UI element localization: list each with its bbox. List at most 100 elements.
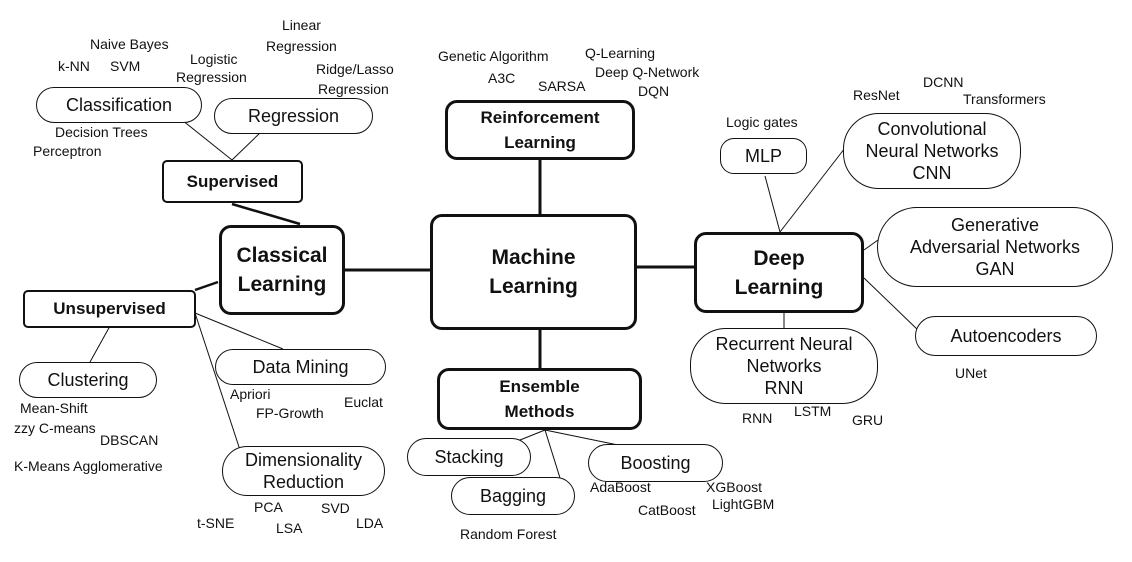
- label-rnn: RNN: [742, 410, 773, 426]
- label-xgboost: XGBoost: [706, 479, 763, 495]
- label-ridge-regression: Regression: [318, 81, 389, 97]
- reinforcement-line2: Learning: [504, 133, 576, 152]
- gan-node: Generative Adversarial Networks GAN: [877, 207, 1113, 287]
- classification-node: Classification: [36, 87, 202, 123]
- ensemble-line2: Methods: [504, 402, 575, 421]
- edge-supervised-classification: [181, 119, 233, 161]
- mlp-node: MLP: [720, 138, 807, 174]
- cnn-line1: Convolutional: [877, 119, 987, 139]
- label-logistic-regression: Regression: [176, 69, 247, 85]
- label-sarsa: SARSA: [538, 78, 586, 94]
- supervised-node: Supervised: [162, 160, 303, 203]
- label-transformers: Transformers: [963, 91, 1046, 107]
- label-random-forest: Random Forest: [460, 526, 557, 542]
- autoencoders-label: Autoencoders: [950, 326, 1062, 346]
- label-tsne: t-SNE: [197, 515, 235, 531]
- label-lsa: LSA: [276, 520, 303, 536]
- label-svm: SVM: [110, 58, 141, 74]
- data-mining-label: Data Mining: [252, 357, 349, 377]
- edge-unsupervised-datamining: [194, 312, 284, 350]
- label-kmeans-agglomerative: K-Means Agglomerative: [14, 458, 163, 474]
- edge-deep-gan: [863, 239, 879, 251]
- deep-line2: Learning: [734, 275, 824, 299]
- label-lightgbm: LightGBM: [712, 496, 775, 512]
- label-adaboost: AdaBoost: [590, 479, 651, 495]
- ensemble-methods-node: Ensemble Methods: [437, 368, 642, 430]
- classical-learning-node: Classical Learning: [219, 225, 345, 315]
- label-catboost: CatBoost: [638, 502, 696, 518]
- clustering-label: Clustering: [47, 370, 129, 390]
- center-line1: Machine: [491, 246, 576, 269]
- label-resnet: ResNet: [853, 87, 900, 103]
- label-logistic: Logistic: [190, 51, 238, 67]
- cnn-line2: Neural Networks: [865, 141, 999, 161]
- label-dcnn: DCNN: [923, 74, 964, 90]
- label-a3c: A3C: [488, 70, 516, 86]
- edge-deep-autoencoders: [863, 277, 921, 333]
- mlp-label: MLP: [744, 146, 782, 166]
- label-lstm: LSTM: [794, 403, 832, 419]
- unsupervised-node: Unsupervised: [23, 290, 196, 328]
- label-q-learning: Q-Learning: [585, 45, 656, 61]
- edge-unsupervised-clustering: [89, 325, 111, 363]
- label-svd: SVD: [321, 500, 350, 516]
- label-ridge-lasso: Ridge/Lasso: [316, 61, 394, 77]
- label-fuzzy-c-means: zzy C-means: [14, 420, 96, 436]
- center-line2: Learning: [489, 275, 578, 298]
- regression-node: Regression: [214, 98, 373, 134]
- edge-supervised-regression: [231, 130, 263, 161]
- reinforcement-learning-node: Reinforcement Learning: [445, 100, 635, 160]
- clustering-node: Clustering: [19, 362, 157, 398]
- reinforcement-line1: Reinforcement: [480, 108, 600, 127]
- unsupervised-label: Unsupervised: [53, 299, 166, 318]
- label-naive-bayes: Naive Bayes: [90, 36, 169, 52]
- label-linear-regression: Regression: [266, 38, 337, 54]
- supervised-label: Supervised: [186, 171, 279, 191]
- label-decision-trees: Decision Trees: [55, 124, 148, 140]
- label-pca: PCA: [254, 499, 283, 515]
- label-linear: Linear: [282, 17, 321, 33]
- ensemble-line1: Ensemble: [499, 377, 580, 396]
- bagging-node: Bagging: [451, 477, 575, 515]
- edge-classical-unsupervised: [194, 280, 219, 292]
- edge-unsupervised-dimreduction: [194, 312, 241, 451]
- rnn-line1: Recurrent Neural: [715, 334, 853, 354]
- label-logic-gates: Logic gates: [726, 114, 798, 130]
- boosting-label: Boosting: [620, 453, 691, 473]
- stacking-node: Stacking: [407, 438, 531, 476]
- classification-label: Classification: [65, 95, 173, 115]
- edge-deep-mlp: [764, 175, 781, 233]
- bagging-label: Bagging: [479, 486, 547, 506]
- deep-line1: Deep: [753, 246, 805, 270]
- cnn-line3: CNN: [912, 163, 952, 183]
- cnn-node: Convolutional Neural Networks CNN: [843, 113, 1021, 189]
- label-dbscan: DBSCAN: [100, 432, 159, 448]
- label-genetic-algorithm: Genetic Algorithm: [438, 48, 549, 64]
- dimensionality-reduction-node: Dimensionality Reduction: [222, 446, 385, 496]
- label-lda: LDA: [356, 515, 384, 531]
- label-fp-growth: FP-Growth: [256, 405, 324, 421]
- rnn-node: Recurrent Neural Networks RNN: [690, 328, 878, 404]
- autoencoders-node: Autoencoders: [915, 316, 1097, 356]
- dim-reduction-line1: Dimensionality: [244, 450, 363, 470]
- label-apriori: Apriori: [230, 386, 271, 402]
- deep-learning-node: Deep Learning: [694, 232, 864, 313]
- data-mining-node: Data Mining: [215, 349, 386, 385]
- classical-line1: Classical: [236, 244, 328, 267]
- gan-line3: GAN: [975, 259, 1015, 279]
- edge-ensemble-boosting: [544, 429, 619, 446]
- edge-classical-supervised: [231, 202, 301, 226]
- stacking-label: Stacking: [434, 447, 504, 467]
- rnn-line2: Networks: [746, 356, 822, 376]
- label-unet: UNet: [955, 365, 987, 381]
- gan-line2: Adversarial Networks: [909, 237, 1081, 257]
- edge-deep-cnn: [779, 134, 856, 233]
- label-deep-q-network: Deep Q-Network: [595, 64, 700, 80]
- label-knn: k-NN: [58, 58, 90, 74]
- boosting-node: Boosting: [588, 444, 723, 482]
- dim-reduction-line2: Reduction: [262, 472, 345, 492]
- label-euclat: Euclat: [344, 394, 383, 410]
- classical-line2: Learning: [237, 273, 327, 296]
- label-perceptron: Perceptron: [33, 143, 102, 159]
